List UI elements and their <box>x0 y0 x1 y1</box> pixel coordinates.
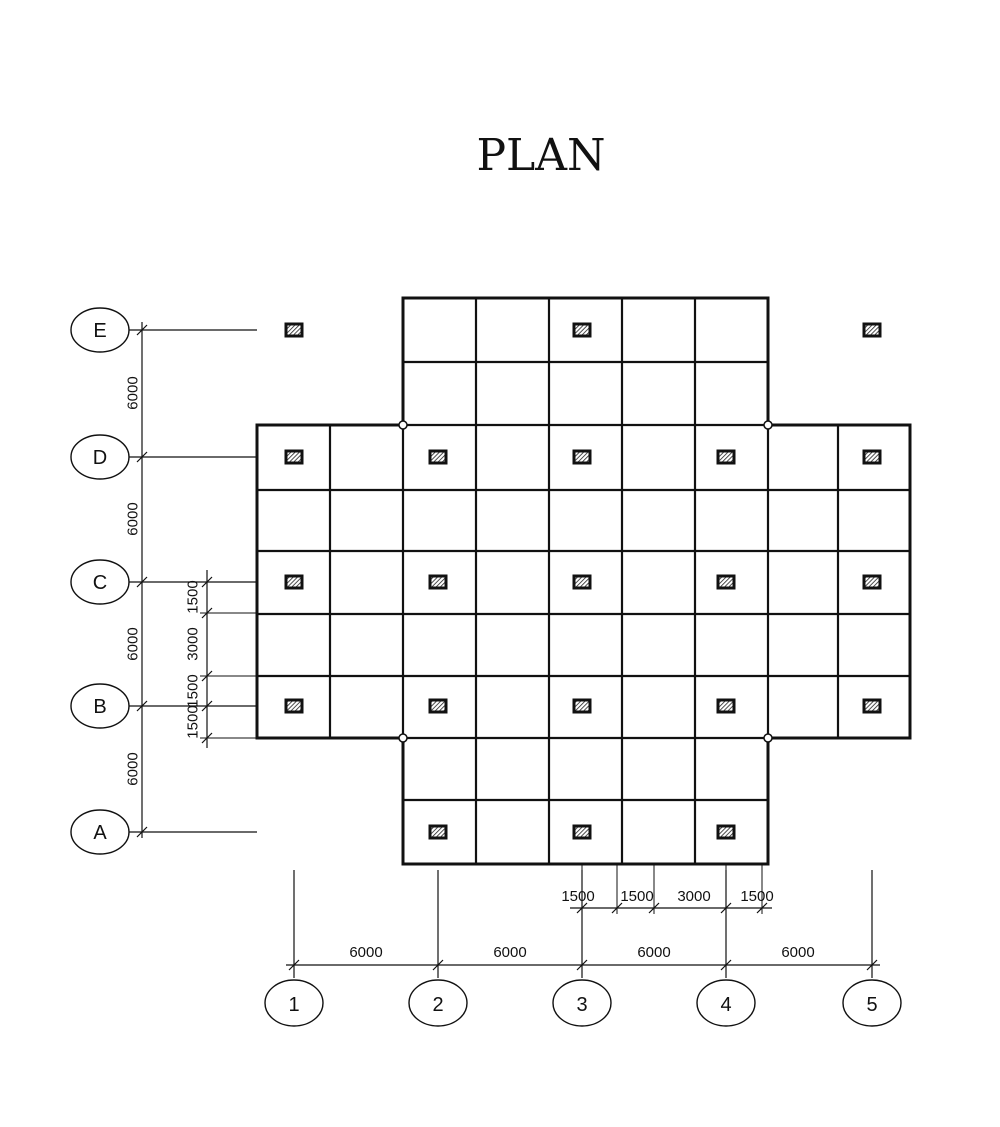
column-icon <box>284 574 304 590</box>
detail-spacing-label: 1500 <box>740 888 773 905</box>
corner-notch <box>763 733 773 743</box>
row-spacing-label: 6000 <box>125 376 142 409</box>
column-icon <box>862 698 882 714</box>
column-icon <box>862 322 882 338</box>
column-axis-label: 1 <box>288 994 299 1016</box>
corner-notch <box>763 420 773 430</box>
column-icon <box>572 574 592 590</box>
corner-notch <box>398 420 408 430</box>
column-icon <box>284 698 304 714</box>
row-spacing-label: 6000 <box>125 502 142 535</box>
detail-spacing-label: 3000 <box>185 627 202 660</box>
row-axis-bubble <box>70 683 130 729</box>
column-icon <box>572 322 592 338</box>
column-icon <box>428 449 448 465</box>
row-axis-bubble <box>70 434 130 480</box>
column-spacing-label: 6000 <box>637 944 670 961</box>
row-spacing-label: 6000 <box>125 627 142 660</box>
detail-spacing-label: 1500 <box>185 674 202 707</box>
column-axis-bubble <box>264 979 324 1027</box>
column-spacing-label: 6000 <box>781 944 814 961</box>
column-axis-label: 4 <box>720 994 731 1016</box>
column-axis-bubble <box>408 979 468 1027</box>
column-axis-label: 2 <box>432 994 443 1016</box>
column-icon <box>716 824 736 840</box>
dimension-tick <box>136 826 148 838</box>
column-icon <box>716 449 736 465</box>
column-axis-bubble <box>696 979 756 1027</box>
column-icon <box>572 698 592 714</box>
dimension-tick <box>432 959 444 971</box>
dimension-tick <box>136 451 148 463</box>
column-icon <box>862 449 882 465</box>
row-axis-bubble <box>70 559 130 605</box>
column-spacing-label: 6000 <box>493 944 526 961</box>
page-title: PLAN <box>476 130 605 181</box>
column-icon <box>284 322 304 338</box>
dimension-tick <box>136 576 148 588</box>
row-spacing-label: 6000 <box>125 752 142 785</box>
dimension-tick <box>720 959 732 971</box>
column-icon <box>716 698 736 714</box>
column-axis-label: 5 <box>866 994 877 1016</box>
column-icon <box>862 574 882 590</box>
column-icon <box>716 574 736 590</box>
dimension-tick <box>136 700 148 712</box>
row-axis-label: A <box>93 822 107 844</box>
slab-outline <box>255 296 912 866</box>
dimension-tick <box>288 959 300 971</box>
row-axis-bubble <box>70 809 130 855</box>
row-axis-label: B <box>93 696 106 718</box>
column-icon <box>572 824 592 840</box>
column-spacing-label: 6000 <box>349 944 382 961</box>
dimension-tick <box>136 324 148 336</box>
grid-axis-lines <box>123 329 873 978</box>
column-icon <box>428 698 448 714</box>
detail-spacing-label: 1500 <box>620 888 653 905</box>
detail-spacing-label: 1500 <box>561 888 594 905</box>
dimension-tick <box>576 959 588 971</box>
detail-spacing-label: 1500 <box>185 705 202 738</box>
detail-spacing-label: 1500 <box>185 580 202 613</box>
corner-notch <box>398 733 408 743</box>
column-icon <box>572 449 592 465</box>
detail-spacing-label: 3000 <box>677 888 710 905</box>
row-axis-label: E <box>93 320 106 342</box>
column-axis-bubble <box>842 979 902 1027</box>
row-axis-bubble <box>70 307 130 353</box>
column-axis-bubble <box>552 979 612 1027</box>
row-axis-label: C <box>93 572 107 594</box>
column-axis-label: 3 <box>576 994 587 1016</box>
axis-bubbles: E D C B A 1 2 3 4 5 <box>70 307 902 1027</box>
column-icon <box>428 574 448 590</box>
structural-columns <box>284 322 882 840</box>
dimension-tick <box>866 959 878 971</box>
column-icon <box>428 824 448 840</box>
row-axis-label: D <box>93 447 107 469</box>
column-icon <box>284 449 304 465</box>
